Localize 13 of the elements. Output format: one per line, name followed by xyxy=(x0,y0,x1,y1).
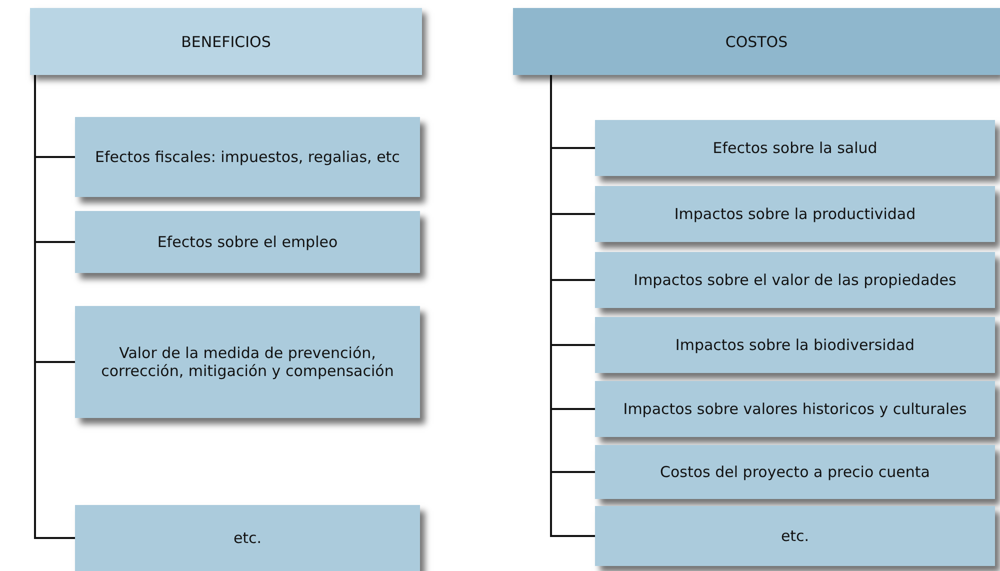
header-box: BENEFICIOS xyxy=(30,8,422,75)
item-box: Impactos sobre valores historicos y culturales xyxy=(595,381,995,437)
item-box: Efectos sobre la salud xyxy=(595,120,995,176)
item-box: Efectos fiscales: impuestos, regalias, etc xyxy=(75,117,420,197)
item-box: Efectos sobre el empleo xyxy=(75,211,420,273)
item-box: Costos del proyecto a precio cuenta xyxy=(595,445,995,499)
item-box: Valor de la medida de prevención, corrección, mitigación y compensación xyxy=(75,306,420,418)
item-box: Impactos sobre el valor de las propiedades xyxy=(595,252,995,308)
item-box: Impactos sobre la biodiversidad xyxy=(595,317,995,373)
item-box: etc. xyxy=(595,506,995,566)
item-box: etc. xyxy=(75,505,420,571)
header-box: COSTOS xyxy=(513,8,1000,75)
item-box: Impactos sobre la productividad xyxy=(595,186,995,242)
